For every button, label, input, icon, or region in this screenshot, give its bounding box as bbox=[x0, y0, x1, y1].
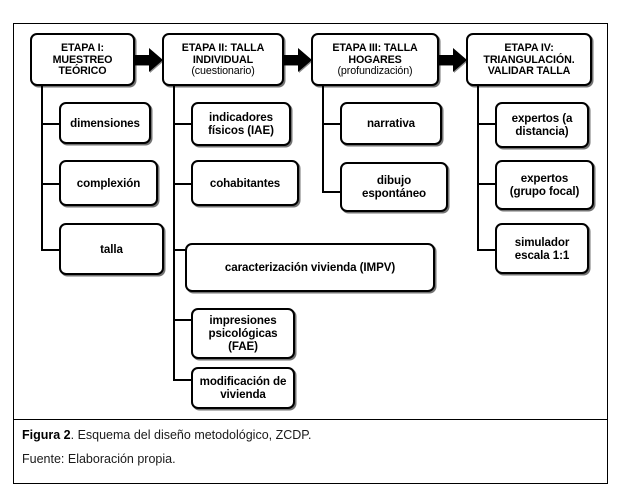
connector-trunk-4 bbox=[477, 86, 479, 251]
connector-stub-3-1 bbox=[322, 123, 341, 125]
connector-trunk-3 bbox=[322, 86, 324, 193]
node-narrativa[interactable]: narrativa bbox=[340, 102, 442, 145]
connector-stub-4-2 bbox=[477, 183, 496, 185]
stage-box-etapa-2[interactable]: ETAPA II: TALLA INDIVIDUAL (cuestionario… bbox=[162, 33, 284, 86]
stage-3-line3: (profundización) bbox=[337, 65, 413, 78]
connector-stub-4-1 bbox=[477, 123, 496, 125]
node-talla[interactable]: talla bbox=[59, 223, 164, 275]
node-expertos-grupo-focal[interactable]: expertos (grupo focal) bbox=[495, 160, 594, 210]
node-simulador-escala[interactable]: simulador escala 1:1 bbox=[495, 223, 589, 274]
node-dimensiones[interactable]: dimensiones bbox=[59, 102, 151, 144]
stage-box-etapa-3[interactable]: ETAPA III: TALLA HOGARES (profundización… bbox=[311, 33, 439, 86]
arrow-stage2-to-stage3 bbox=[282, 47, 312, 73]
stage-2-line2: INDIVIDUAL bbox=[192, 53, 254, 66]
node-caracterizacion-vivienda[interactable]: caracterización vivienda (IMPV) bbox=[185, 243, 435, 292]
figure-caption: Figura 2. Esquema del diseño metodológic… bbox=[22, 429, 599, 442]
node-modificacion-vivienda[interactable]: modificación de vivienda bbox=[191, 367, 295, 409]
node-cohabitantes[interactable]: cohabitantes bbox=[191, 160, 299, 206]
figure-caption-area: Figura 2. Esquema del diseño metodológic… bbox=[14, 420, 607, 483]
node-expertos-distancia[interactable]: expertos (a distancia) bbox=[495, 102, 589, 148]
stage-2-line3: (cuestionario) bbox=[191, 65, 255, 78]
connector-stub-2-3 bbox=[173, 249, 186, 251]
stage-3-lead: ETAPA III: TALLA bbox=[332, 41, 418, 54]
connector-stub-2-4 bbox=[173, 319, 192, 321]
connector-stub-2-1 bbox=[173, 123, 192, 125]
connector-stub-1-1 bbox=[41, 123, 60, 125]
stage-box-etapa-4[interactable]: ETAPA IV: TRIANGULACIÓN. VALIDAR TALLA bbox=[466, 33, 592, 86]
connector-trunk-1 bbox=[41, 86, 43, 251]
connector-stub-1-2 bbox=[41, 183, 60, 185]
node-impresiones-psicologicas[interactable]: impresiones psicológicas (FAE) bbox=[191, 308, 295, 359]
connector-trunk-2 bbox=[173, 86, 175, 381]
figure-caption-text: . Esquema del diseño metodológico, ZCDP. bbox=[70, 428, 312, 442]
connector-stub-2-5 bbox=[173, 379, 192, 381]
stage-4-line2: TRIANGULACIÓN. bbox=[483, 53, 575, 66]
connector-stub-4-3 bbox=[477, 249, 496, 251]
connector-stub-1-3 bbox=[41, 249, 60, 251]
node-indicadores-fisicos[interactable]: indicadores físicos (IAE) bbox=[191, 102, 291, 146]
connector-stub-3-2 bbox=[322, 191, 341, 193]
stage-1-line3: TEÓRICO bbox=[58, 65, 107, 78]
stage-2-lead: ETAPA II: TALLA bbox=[181, 41, 265, 54]
diagram-canvas: ETAPA I: MUESTREO TEÓRICO dimensiones co… bbox=[14, 24, 607, 420]
arrow-stage3-to-stage4 bbox=[437, 47, 467, 73]
stage-1-lead: ETAPA I: bbox=[61, 41, 104, 54]
stage-1-line2: MUESTREO bbox=[52, 53, 113, 66]
figure-source: Fuente: Elaboración propia. bbox=[22, 451, 176, 466]
connector-stub-2-2 bbox=[173, 183, 192, 185]
arrow-stage1-to-stage2 bbox=[133, 47, 163, 73]
figure-frame: ETAPA I: MUESTREO TEÓRICO dimensiones co… bbox=[13, 23, 608, 484]
stage-box-etapa-1[interactable]: ETAPA I: MUESTREO TEÓRICO bbox=[30, 33, 135, 86]
node-complexion[interactable]: complexión bbox=[59, 160, 158, 206]
stage-4-lead: ETAPA IV: bbox=[504, 41, 554, 54]
stage-4-line3: VALIDAR TALLA bbox=[487, 65, 571, 78]
stage-3-line2: HOGARES bbox=[348, 53, 402, 66]
node-dibujo-espontaneo[interactable]: dibujo espontáneo bbox=[340, 162, 448, 212]
figure-number-label: Figura 2 bbox=[22, 428, 71, 442]
